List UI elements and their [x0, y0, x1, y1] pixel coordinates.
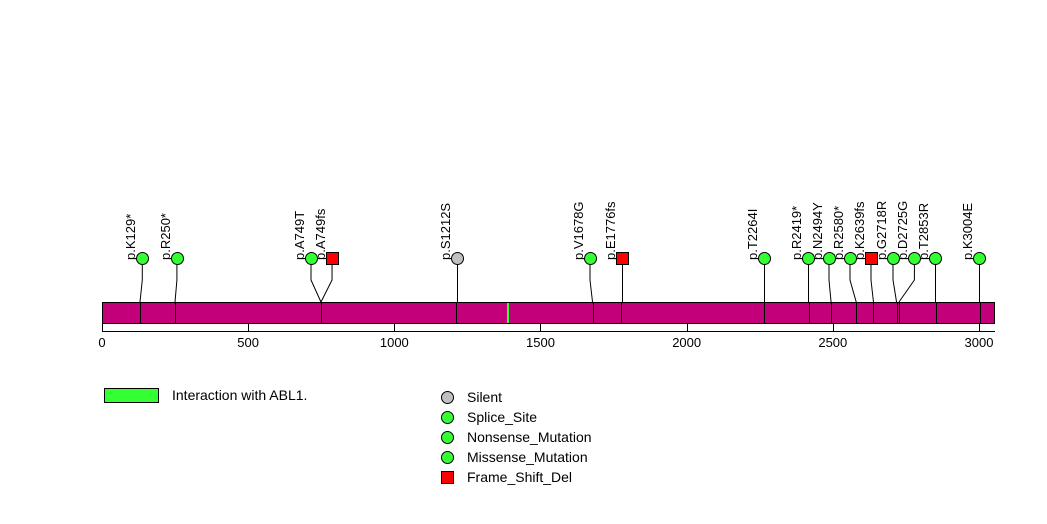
mutation-marker-pA749T[interactable] — [304, 252, 318, 265]
lollipop-stem — [808, 265, 809, 302]
lollipop-stem-bent — [589, 265, 594, 303]
legend-symbol-silent — [441, 391, 454, 404]
protein-bar-divider — [809, 303, 811, 323]
lollipop-stem — [979, 265, 980, 302]
lollipop-stem — [622, 265, 623, 302]
mutation-marker-pK129[interactable] — [135, 252, 149, 265]
mutation-marker-pV1678G[interactable] — [583, 252, 597, 265]
lollipop-stem-bent — [898, 265, 915, 303]
x-axis-tick-label: 1500 — [526, 335, 555, 350]
legend-label: Splice_Site — [467, 409, 538, 425]
lollipop-stem — [764, 265, 765, 302]
x-axis-tick — [102, 323, 103, 331]
mutation-marker-pT2853R[interactable] — [928, 252, 942, 265]
lollipop-stem — [935, 265, 936, 302]
x-axis-tick-label: 1000 — [379, 335, 409, 350]
legend-symbol-nonsense_mutation — [441, 431, 454, 444]
protein-bar-divider — [873, 303, 875, 323]
mutation-label: p.R2580* — [831, 205, 846, 260]
mutation-label: p.D2725G — [895, 200, 910, 260]
mutation-label: p.V1678G — [571, 201, 586, 260]
lollipop-stem — [457, 265, 458, 302]
lollipop-stem-bent — [870, 265, 874, 303]
mutation-label: p.T2853R — [916, 202, 931, 260]
protein-bar-divider — [936, 303, 938, 323]
protein-bar-divider — [896, 303, 898, 323]
x-axis-tick — [686, 323, 688, 331]
x-axis-tick-label: 0 — [98, 335, 106, 350]
x-axis-tick-label: 2500 — [818, 335, 848, 350]
mutation-marker-pN2494Y[interactable] — [822, 252, 836, 265]
protein-bar-divider — [856, 303, 858, 323]
protein-bar-divider — [139, 303, 141, 323]
x-axis-tick — [394, 323, 396, 331]
protein-bar-divider — [592, 303, 594, 323]
x-axis-line — [102, 331, 995, 332]
protein-domain-region — [506, 303, 510, 323]
mutation-marker-pT2264I[interactable] — [757, 252, 771, 265]
lollipop-stem-bent — [310, 265, 322, 303]
mutation-marker-pK2639fs[interactable] — [864, 252, 878, 265]
mutation-marker-pR250[interactable] — [170, 252, 184, 265]
domain-color-swatch — [104, 388, 159, 403]
mutation-label: p.K129* — [123, 213, 138, 260]
mutation-marker-pK3004E[interactable] — [972, 252, 986, 265]
mutation-label: p.T2264I — [745, 208, 760, 260]
mutation-label: p.A749T — [292, 210, 307, 260]
lollipop-stem-bent — [828, 265, 832, 303]
legend-label: Nonsense_Mutation — [467, 429, 592, 445]
legend-symbol-frame_shift_del — [441, 471, 454, 484]
legend-label: Silent — [467, 389, 503, 405]
protein-bar-divider — [898, 303, 900, 323]
legend-domain-label: Interaction with ABL1. — [172, 387, 308, 403]
mutation-marker-pG2718R[interactable] — [886, 252, 900, 265]
lollipop-stem-bent — [849, 265, 857, 303]
lollipop-stem-bent — [174, 265, 178, 303]
legend-symbol-missense_mutation — [441, 451, 454, 464]
mutation-marker-pD2725G[interactable] — [907, 252, 921, 265]
mutation-label: p.R250* — [158, 213, 173, 260]
x-axis-tick — [540, 323, 542, 331]
x-axis-tick — [832, 323, 834, 331]
protein-bar-divider — [175, 303, 177, 323]
legend-label: Missense_Mutation — [467, 449, 588, 465]
legend-symbol-splice_site — [441, 411, 454, 424]
lollipop-stem-bent — [139, 265, 143, 303]
x-axis-tick — [978, 323, 980, 331]
mutation-label: p.K3004E — [960, 202, 975, 260]
mutation-label: p.R2419* — [789, 205, 804, 260]
x-axis-tick-label: 3000 — [964, 335, 994, 350]
mutation-label: p.N2494Y — [810, 202, 825, 260]
mutation-label: p.S1212S — [438, 202, 453, 260]
protein-bar-divider — [980, 303, 982, 323]
mutation-marker-pR2580[interactable] — [843, 252, 857, 265]
protein-bar-divider — [763, 303, 765, 323]
protein-bar-divider — [320, 303, 322, 323]
legend-label: Frame_Shift_Del — [467, 469, 573, 485]
protein-bar-divider — [831, 303, 833, 323]
x-axis-tick — [248, 323, 250, 331]
mutation-marker-pA749fs[interactable] — [325, 252, 339, 265]
mutation-marker-pE1776fs[interactable] — [615, 252, 629, 265]
lollipop-stem-bent — [320, 265, 333, 303]
lollipop-stem-bent — [892, 265, 898, 303]
protein-bar-divider — [621, 303, 623, 323]
protein-backbone-bar — [102, 302, 995, 324]
mutation-marker-pR2419[interactable] — [801, 252, 815, 265]
x-axis-tick-label: 2000 — [672, 335, 702, 350]
protein-bar-divider — [456, 303, 458, 323]
mutation-marker-pS1212S[interactable] — [450, 252, 464, 265]
x-axis-tick-label: 500 — [237, 335, 259, 350]
